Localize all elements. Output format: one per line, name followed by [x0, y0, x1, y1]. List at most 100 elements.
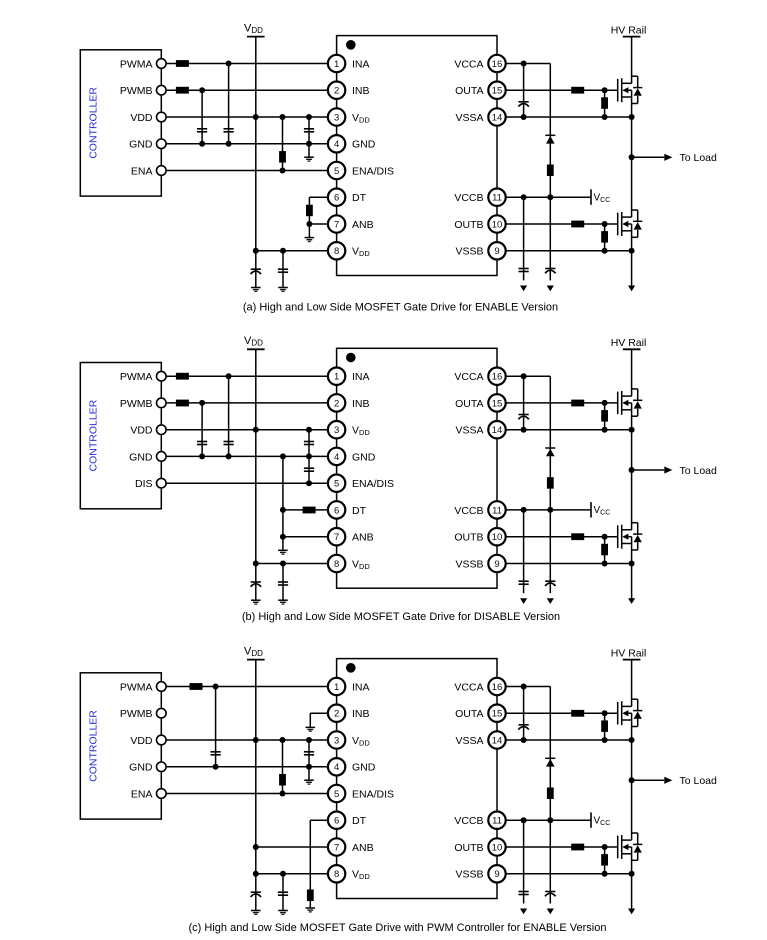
svg-text:To Load: To Load — [680, 152, 718, 164]
svg-text:1: 1 — [334, 682, 339, 693]
svg-text:VDD: VDD — [352, 869, 370, 882]
svg-text:VDD: VDD — [352, 735, 370, 748]
svg-text:VDD: VDD — [352, 558, 370, 571]
svg-text:HV Rail: HV Rail — [611, 337, 647, 349]
svg-text:16: 16 — [492, 682, 503, 693]
svg-text:VDD: VDD — [130, 425, 153, 437]
svg-text:9: 9 — [494, 869, 499, 880]
svg-text:6: 6 — [334, 505, 339, 516]
svg-text:OUTB: OUTB — [454, 219, 483, 231]
svg-text:ANB: ANB — [352, 842, 374, 854]
svg-text:14: 14 — [492, 735, 503, 746]
svg-text:VCCB: VCCB — [454, 505, 483, 517]
svg-text:10: 10 — [492, 532, 503, 543]
svg-text:8: 8 — [334, 246, 339, 257]
svg-text:VSSB: VSSB — [455, 869, 483, 881]
svg-text:(a) High and Low Side MOSFET G: (a) High and Low Side MOSFET Gate Drive … — [243, 301, 558, 313]
svg-text:14: 14 — [492, 425, 503, 436]
svg-text:VDD: VDD — [352, 112, 370, 125]
svg-text:PWMA: PWMA — [120, 681, 153, 693]
svg-text:CONTROLLER: CONTROLLER — [88, 710, 100, 782]
svg-text:OUTA: OUTA — [455, 708, 483, 720]
svg-text:9: 9 — [494, 559, 499, 570]
svg-text:5: 5 — [334, 789, 339, 800]
svg-text:VCCB: VCCB — [454, 815, 483, 827]
svg-text:HV Rail: HV Rail — [611, 647, 647, 659]
svg-text:5: 5 — [334, 479, 339, 490]
svg-text:VDD: VDD — [244, 335, 263, 348]
svg-text:7: 7 — [334, 532, 339, 543]
svg-text:OUTA: OUTA — [455, 85, 483, 97]
svg-text:GND: GND — [129, 762, 153, 774]
svg-text:15: 15 — [492, 398, 503, 409]
svg-text:VCC: VCC — [594, 193, 611, 205]
svg-text:DT: DT — [352, 505, 367, 517]
svg-text:INA: INA — [352, 58, 370, 70]
svg-text:8: 8 — [334, 869, 339, 880]
svg-text:ENA/DIS: ENA/DIS — [352, 478, 394, 490]
svg-text:GND: GND — [129, 451, 153, 463]
svg-text:9: 9 — [494, 246, 499, 257]
svg-text:ANB: ANB — [352, 532, 374, 544]
svg-text:2: 2 — [334, 86, 339, 97]
svg-text:2: 2 — [334, 709, 339, 720]
svg-text:DT: DT — [352, 815, 367, 827]
svg-text:VSSA: VSSA — [455, 425, 483, 437]
svg-text:3: 3 — [334, 112, 339, 123]
svg-text:PWMB: PWMB — [120, 85, 153, 97]
svg-text:INB: INB — [352, 708, 370, 720]
svg-text:To Load: To Load — [680, 775, 718, 787]
svg-text:OUTB: OUTB — [454, 842, 483, 854]
svg-text:11: 11 — [492, 816, 502, 827]
svg-text:DIS: DIS — [135, 478, 153, 490]
svg-text:16: 16 — [492, 59, 503, 70]
svg-text:PWMA: PWMA — [120, 371, 153, 383]
svg-text:VCCA: VCCA — [454, 371, 483, 383]
svg-text:ENA/DIS: ENA/DIS — [352, 788, 394, 800]
svg-text:4: 4 — [334, 762, 339, 773]
svg-text:16: 16 — [492, 372, 503, 383]
svg-text:6: 6 — [334, 193, 339, 204]
svg-text:PWMB: PWMB — [120, 398, 153, 410]
svg-text:OUTB: OUTB — [454, 532, 483, 544]
svg-text:GND: GND — [352, 762, 376, 774]
svg-text:1: 1 — [334, 59, 339, 70]
svg-text:CONTROLLER: CONTROLLER — [88, 399, 100, 471]
svg-text:VDD: VDD — [352, 246, 370, 259]
svg-text:11: 11 — [492, 505, 502, 516]
svg-text:VDD: VDD — [244, 645, 263, 658]
svg-text:GND: GND — [352, 139, 376, 151]
svg-text:1: 1 — [334, 372, 339, 383]
svg-text:VSSB: VSSB — [455, 246, 483, 258]
svg-text:4: 4 — [334, 139, 339, 150]
svg-text:INB: INB — [352, 85, 370, 97]
svg-text:VCCA: VCCA — [454, 681, 483, 693]
svg-text:6: 6 — [334, 816, 339, 827]
svg-text:ENA: ENA — [131, 165, 153, 177]
svg-text:(c) High and Low Side MOSFET G: (c) High and Low Side MOSFET Gate Drive … — [189, 922, 607, 934]
svg-text:VDD: VDD — [244, 22, 263, 35]
svg-text:2: 2 — [334, 398, 339, 409]
svg-text:4: 4 — [334, 452, 339, 463]
svg-text:ENA/DIS: ENA/DIS — [352, 165, 394, 177]
svg-text:INA: INA — [352, 681, 370, 693]
svg-text:5: 5 — [334, 166, 339, 177]
svg-text:VSSA: VSSA — [455, 735, 483, 747]
svg-text:15: 15 — [492, 709, 503, 720]
svg-text:VCC: VCC — [594, 816, 611, 828]
svg-text:GND: GND — [129, 139, 153, 151]
svg-text:INB: INB — [352, 398, 370, 410]
svg-text:VDD: VDD — [130, 112, 153, 124]
svg-text:VCC: VCC — [594, 505, 611, 517]
svg-text:PWMA: PWMA — [120, 58, 153, 70]
svg-text:10: 10 — [492, 219, 503, 230]
svg-text:ANB: ANB — [352, 219, 374, 231]
svg-text:HV Rail: HV Rail — [611, 24, 647, 36]
svg-text:VCCB: VCCB — [454, 192, 483, 204]
svg-text:3: 3 — [334, 735, 339, 746]
svg-text:OUTA: OUTA — [455, 398, 483, 410]
svg-text:15: 15 — [492, 86, 503, 97]
svg-text:PWMB: PWMB — [120, 708, 153, 720]
svg-text:14: 14 — [492, 112, 503, 123]
svg-text:7: 7 — [334, 842, 339, 853]
